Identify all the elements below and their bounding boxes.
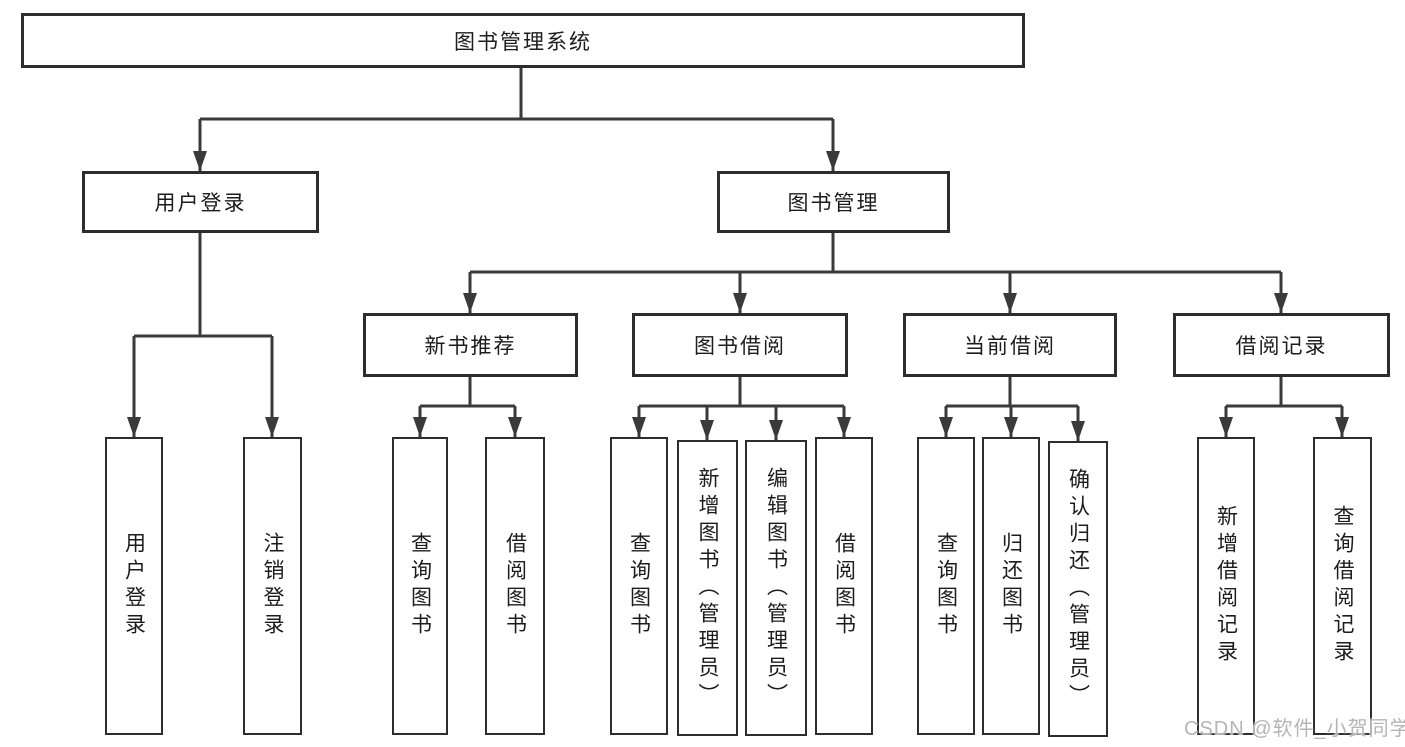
leaf-logout: 注销登录 bbox=[243, 437, 302, 735]
leaf-add-borrow-record: 新增借阅记录 bbox=[1197, 437, 1255, 735]
node-user-login: 用户登录 bbox=[82, 171, 319, 233]
node-new-book-recommend: 新书推荐 bbox=[363, 313, 578, 377]
connector-root-bus bbox=[200, 68, 833, 121]
leaf-return-books: 归还图书 bbox=[982, 437, 1040, 735]
connector-new-book-bus bbox=[420, 377, 515, 408]
leaf-user-login: 用户登录 bbox=[105, 437, 163, 735]
node-borrowing-records: 借阅记录 bbox=[1173, 313, 1390, 377]
node-book-management-system: 图书管理系统 bbox=[21, 13, 1025, 68]
leaf-confirm-return-admin: 确认归还（管理员） bbox=[1048, 441, 1108, 737]
connector-current-borrow-bus bbox=[946, 377, 1078, 408]
leaf-borrow-books-borrowing: 借阅图书 bbox=[815, 437, 873, 735]
csdn-watermark: CSDN @软件_小贺同学 bbox=[1184, 718, 1405, 740]
leaf-query-books-current: 查询图书 bbox=[917, 437, 975, 735]
connector-book-borrow-bus bbox=[639, 377, 844, 408]
node-book-management: 图书管理 bbox=[717, 171, 950, 233]
node-current-borrowing: 当前借阅 bbox=[903, 313, 1117, 377]
leaf-query-books-recommend: 查询图书 bbox=[392, 437, 448, 735]
connector-borrow-record-bus bbox=[1226, 377, 1342, 408]
leaf-borrow-books-recommend: 借阅图书 bbox=[485, 437, 545, 735]
connector-book-mgmt-bus bbox=[470, 233, 1281, 274]
node-book-borrowing: 图书借阅 bbox=[632, 313, 848, 377]
leaf-query-borrow-record: 查询借阅记录 bbox=[1313, 437, 1372, 735]
leaf-edit-books-admin: 编辑图书（管理员） bbox=[745, 440, 807, 736]
connector-user-login-bus bbox=[134, 233, 272, 338]
leaf-add-books-admin: 新增图书（管理员） bbox=[677, 440, 738, 736]
leaf-query-books-borrowing: 查询图书 bbox=[610, 437, 668, 735]
